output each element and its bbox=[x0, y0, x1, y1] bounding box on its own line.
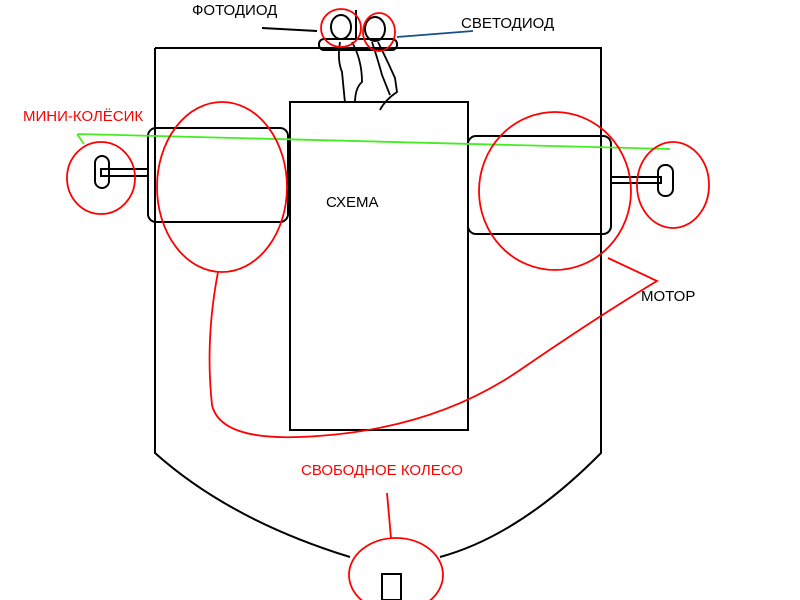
right-mini-wheel-highlight bbox=[636, 141, 710, 229]
free-wheel-highlight bbox=[348, 537, 444, 600]
right-motor bbox=[467, 135, 612, 235]
mini-wheel-label: МИНИ-КОЛЁСИК bbox=[23, 108, 144, 125]
led-pointer bbox=[396, 30, 474, 38]
photodiode-body bbox=[330, 14, 352, 40]
mini-wheel-pointer bbox=[76, 133, 671, 150]
right-axle bbox=[610, 176, 662, 184]
led-highlight bbox=[362, 12, 396, 52]
motor-pointer bbox=[208, 257, 659, 439]
left-axle bbox=[100, 168, 149, 177]
photodiode-pointer bbox=[261, 27, 318, 32]
free-wheel bbox=[381, 573, 402, 600]
circuit-label: СХЕМА bbox=[326, 194, 379, 211]
motor-label: МОТОР bbox=[641, 288, 696, 305]
left-motor-highlight bbox=[156, 101, 288, 273]
circuit-board bbox=[289, 101, 469, 431]
free-wheel-label: СВОБОДНОЕ КОЛЕСО bbox=[301, 462, 463, 479]
sensor-wires bbox=[337, 41, 398, 111]
led-label: СВЕТОДИОД bbox=[461, 15, 555, 32]
photodiode-label: ФОТОДИОД bbox=[192, 2, 278, 19]
left-mini-wheel bbox=[94, 155, 110, 189]
led-body bbox=[364, 16, 386, 42]
left-mini-wheel-highlight bbox=[66, 141, 136, 215]
left-motor bbox=[147, 127, 289, 223]
photodiode-highlight bbox=[320, 8, 362, 48]
right-mini-wheel bbox=[657, 164, 674, 197]
chassis-outline bbox=[154, 47, 602, 558]
free-wheel-pointer bbox=[386, 492, 392, 539]
right-motor-highlight bbox=[478, 111, 632, 271]
